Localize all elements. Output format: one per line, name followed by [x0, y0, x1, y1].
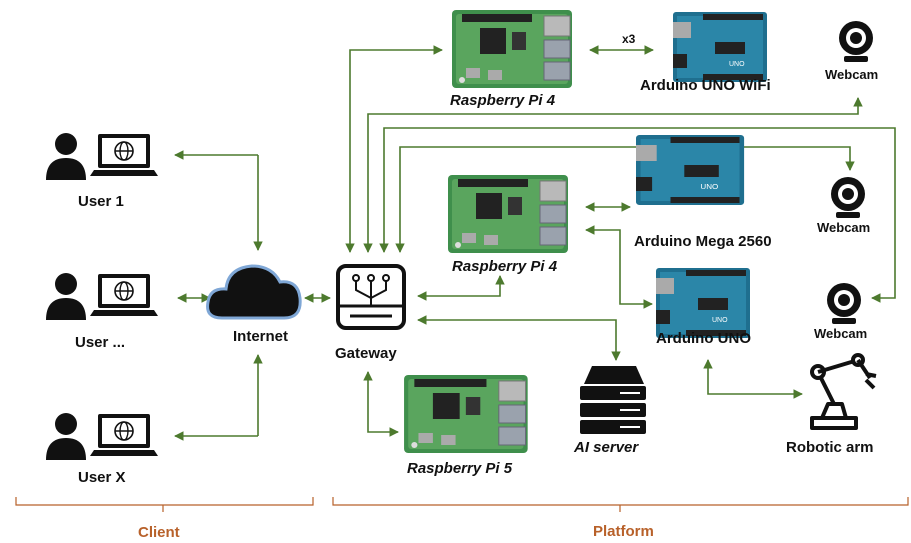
- connector-gateway-webcam-mid: [395, 146, 855, 253]
- connector-gateway-rpi-top: [345, 45, 443, 253]
- user-x: User X: [45, 412, 159, 486]
- internet-label: Internet: [233, 328, 288, 345]
- raspberry-pi-board-icon: [403, 374, 529, 454]
- webcam-top-label: Webcam: [825, 67, 878, 82]
- server-icon: [580, 366, 646, 434]
- connector-rpi-uno: [585, 225, 653, 309]
- arduino-board-icon: [656, 268, 750, 338]
- raspberry-pi-board-icon: [451, 9, 573, 89]
- platform-group: Platform: [332, 497, 909, 540]
- user-mid-label: User ...: [75, 334, 125, 351]
- platform-brace: [332, 497, 909, 512]
- connector-uno-arm: [703, 359, 803, 399]
- client-group: Client: [15, 497, 314, 541]
- gateway-label: Gateway: [335, 345, 397, 362]
- user-1: User 1: [45, 132, 159, 210]
- raspberry-pi-5-label: Raspberry Pi 5: [407, 460, 513, 477]
- arduino-uno-label: Arduino UNO: [656, 330, 751, 347]
- gateway-icon: [336, 264, 406, 330]
- gateway: Gateway: [335, 264, 406, 362]
- webcam-mid-label: Webcam: [817, 220, 870, 235]
- robotic-arm-icon: [810, 353, 877, 430]
- raspberry-pi-board-icon: [447, 174, 569, 254]
- user-1-label: User 1: [78, 193, 124, 210]
- arduino-mega: Arduino Mega 2560: [634, 135, 772, 250]
- arduino-mega-label: Arduino Mega 2560: [634, 233, 772, 250]
- connector-gateway-webcam-top: [363, 97, 863, 253]
- webcam-low-label: Webcam: [814, 326, 867, 341]
- client-label: Client: [138, 524, 180, 541]
- raspberry-pi-5: Raspberry Pi 5: [403, 374, 529, 477]
- user-laptop-icon: [45, 272, 159, 321]
- arduino-uno-wifi: x3 Arduino UNO WiFi: [622, 12, 771, 94]
- arduino-uno: Arduino UNO: [656, 268, 751, 347]
- robotic-arm-label: Robotic arm: [786, 439, 874, 456]
- arduino-wifi-multiplier: x3: [622, 32, 636, 46]
- cloud-icon: [206, 264, 302, 320]
- webcam-top: Webcam: [825, 21, 878, 82]
- webcam-icon: [839, 21, 873, 62]
- raspberry-pi-top-label: Raspberry Pi 4: [450, 92, 556, 109]
- ai-server-label: AI server: [573, 439, 639, 456]
- webcam-icon: [831, 177, 865, 218]
- arduino-wifi-label: Arduino UNO WiFi: [640, 77, 771, 94]
- webcam-mid: Webcam: [817, 177, 870, 235]
- ai-server: AI server: [573, 366, 646, 456]
- client-brace: [15, 497, 314, 512]
- raspberry-pi-mid-label: Raspberry Pi 4: [452, 258, 558, 275]
- platform-label: Platform: [593, 523, 654, 540]
- connector-gateway-ai: [417, 315, 621, 361]
- arduino-board-icon: [636, 135, 745, 205]
- webcam-icon: [827, 283, 861, 324]
- user-laptop-icon: [45, 132, 159, 181]
- internet: Internet: [206, 264, 302, 345]
- arduino-board-icon: [673, 12, 767, 82]
- connectors: [174, 45, 896, 441]
- user-x-label: User X: [78, 469, 126, 486]
- raspberry-pi-mid: Raspberry Pi 4: [447, 174, 569, 275]
- raspberry-pi-top: Raspberry Pi 4: [450, 9, 573, 109]
- webcam-low: Webcam: [814, 283, 867, 341]
- connector-gateway-webcam-low: [379, 127, 896, 303]
- robotic-arm: Robotic arm: [786, 353, 877, 456]
- user-mid: User ...: [45, 272, 159, 351]
- connector-gateway-rpi-mid: [417, 275, 505, 301]
- connector-gateway-rpi5: [363, 371, 399, 437]
- user-laptop-icon: [45, 412, 159, 461]
